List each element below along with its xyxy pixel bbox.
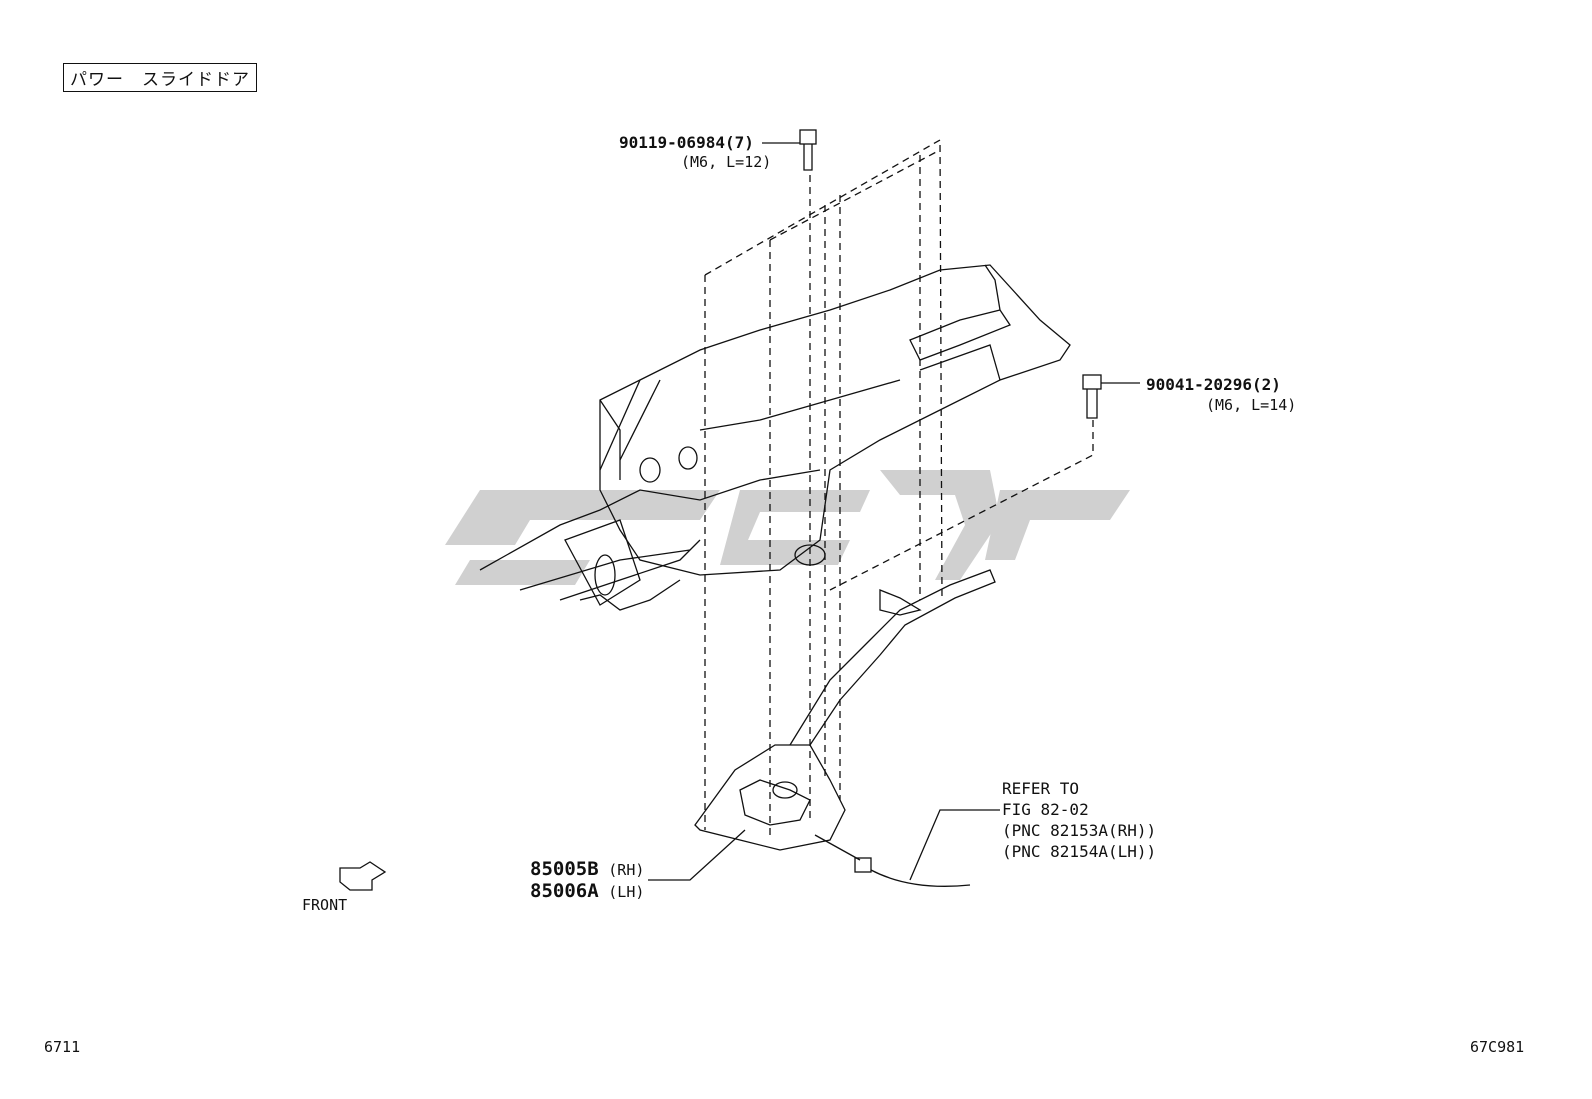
- motor-rh-number: 85005B: [530, 858, 599, 880]
- watermark-logo: [445, 470, 1130, 585]
- reference-note: REFER TO FIG 82-02 (PNC 82153A(RH)) (PNC…: [1002, 778, 1156, 862]
- callout-bolt-top-spec: (M6, L=12): [681, 153, 772, 171]
- callout-bolt-right-part-number: 90041-20296(2): [1146, 375, 1281, 394]
- bolt-right-icon: [1082, 374, 1102, 419]
- reference-line-2: FIG 82-02: [1002, 800, 1089, 819]
- motor-lh-side: (LH): [608, 883, 645, 901]
- callout-bolt-top-part-number: 90119-06984(7): [619, 133, 754, 152]
- front-label: FRONT: [302, 896, 348, 914]
- reference-line-1: REFER TO: [1002, 779, 1080, 798]
- body-floor-panel: [479, 264, 1071, 611]
- leader-lines: [648, 142, 1140, 881]
- motor-rh-side: (RH): [608, 861, 645, 879]
- bolt-top-icon: [799, 129, 817, 171]
- footer-right-code: 67C981: [1470, 1038, 1525, 1056]
- reference-line-3: (PNC 82153A(RH)): [1002, 821, 1157, 840]
- motor-rh-label: 85005B (RH): [530, 858, 644, 880]
- callout-bolt-right-spec: (M6, L=14): [1206, 396, 1297, 414]
- footer-left-code: 6711: [44, 1038, 81, 1056]
- assembly-dashed-lines: [704, 138, 1094, 840]
- motor-lh-label: 85006A (LH): [530, 880, 644, 902]
- page-title: パワー スライドドア: [63, 63, 257, 92]
- motor-lh-number: 85006A: [530, 880, 599, 902]
- front-arrow-icon: [339, 861, 387, 891]
- door-motor-assembly: [694, 569, 996, 887]
- reference-line-4: (PNC 82154A(LH)): [1002, 842, 1157, 861]
